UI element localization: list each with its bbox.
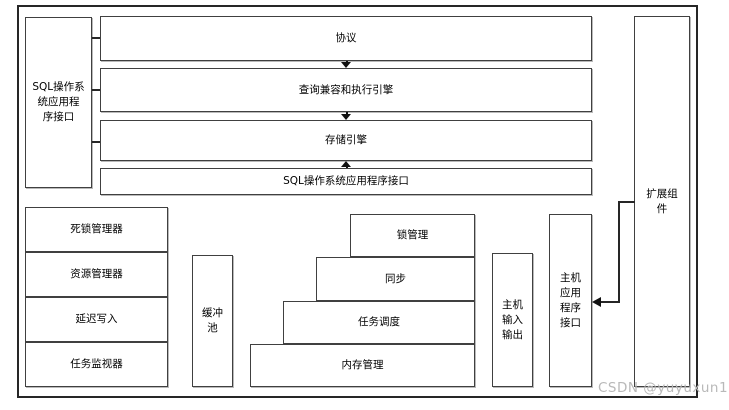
- sql-api-bar-label: SQL操作系统应用程序接口: [283, 175, 409, 187]
- host-io-line1: 主机: [502, 298, 523, 311]
- up-arrow-api-to-storage: [341, 161, 352, 168]
- host-api-line1: 主机: [560, 271, 581, 284]
- memory-management-box: 内存管理: [250, 344, 475, 387]
- sql-api-panel: SQL操作系 统应用程 序接口: [25, 17, 92, 188]
- query-engine-bar: 查询兼容和执行引擎: [100, 68, 592, 112]
- synchronization-label: 同步: [385, 272, 406, 285]
- memory-management-label: 内存管理: [341, 359, 384, 371]
- watermark: CSDN @yuyuxun1: [598, 380, 729, 396]
- storage-engine-bar-label: 存储引擎: [325, 134, 367, 146]
- task-scheduling-label: 任务调度: [358, 316, 400, 328]
- elbow-arrow-vertical-segment: [618, 201, 620, 303]
- query-engine-bar-label: 查询兼容和执行引擎: [298, 83, 394, 96]
- elbow-arrow-bottom-segment: [600, 301, 620, 303]
- protocol-bar: 协议: [100, 16, 592, 61]
- host-io-line3: 输出: [502, 328, 523, 341]
- connector-tick-query-engine: [92, 89, 101, 91]
- host-api-box: 主机 应用 程序 接口: [549, 214, 592, 387]
- down-arrow-protocol-to-query: [341, 61, 352, 68]
- sql-api-panel-line1: SQL操作系: [32, 81, 85, 93]
- deadlock-manager-box: 死锁管理器: [25, 207, 168, 252]
- deadlock-manager-label: 死锁管理器: [70, 223, 123, 235]
- synchronization-box: 同步: [316, 257, 475, 301]
- host-api-line3: 程序: [560, 301, 581, 314]
- sql-api-panel-line2: 统应用程: [37, 96, 80, 108]
- storage-engine-bar: 存储引擎: [100, 120, 592, 161]
- task-scheduling-box: 任务调度: [283, 301, 475, 344]
- sql-api-bar: SQL操作系统应用程序接口: [100, 168, 592, 195]
- host-io-box: 主机 输入 输出: [492, 253, 533, 387]
- buffer-pool-box: 缓冲 池: [192, 255, 233, 387]
- host-io-line2: 输入: [502, 313, 523, 326]
- host-api-line2: 应用: [560, 286, 581, 299]
- delayed-write-box: 延迟写入: [25, 297, 168, 342]
- elbow-arrow-top-segment: [618, 201, 635, 203]
- sql-api-panel-line3: 序接口: [42, 111, 75, 123]
- host-api-line4: 接口: [560, 316, 581, 329]
- task-monitor-label: 任务监视器: [70, 358, 123, 370]
- resource-manager-box: 资源管理器: [25, 252, 168, 297]
- delayed-write-label: 延迟写入: [75, 313, 118, 325]
- task-monitor-box: 任务监视器: [25, 342, 168, 387]
- resource-manager-label: 资源管理器: [70, 268, 123, 280]
- extension-panel-line2: 件: [656, 202, 668, 215]
- buffer-pool-line2: 池: [207, 322, 218, 334]
- lock-management-label: 锁管理: [396, 229, 429, 241]
- lock-management-box: 锁管理: [350, 214, 475, 257]
- extension-panel: 扩展组 件: [634, 16, 690, 387]
- extension-panel-line1: 扩展组: [646, 187, 678, 200]
- buffer-pool-line1: 缓冲: [202, 307, 223, 319]
- protocol-bar-label: 协议: [335, 32, 357, 44]
- connector-tick-protocol: [92, 37, 101, 39]
- down-arrow-query-to-storage: [341, 112, 352, 120]
- connector-tick-storage-engine: [92, 141, 101, 143]
- left-arrowhead-icon: [592, 297, 601, 307]
